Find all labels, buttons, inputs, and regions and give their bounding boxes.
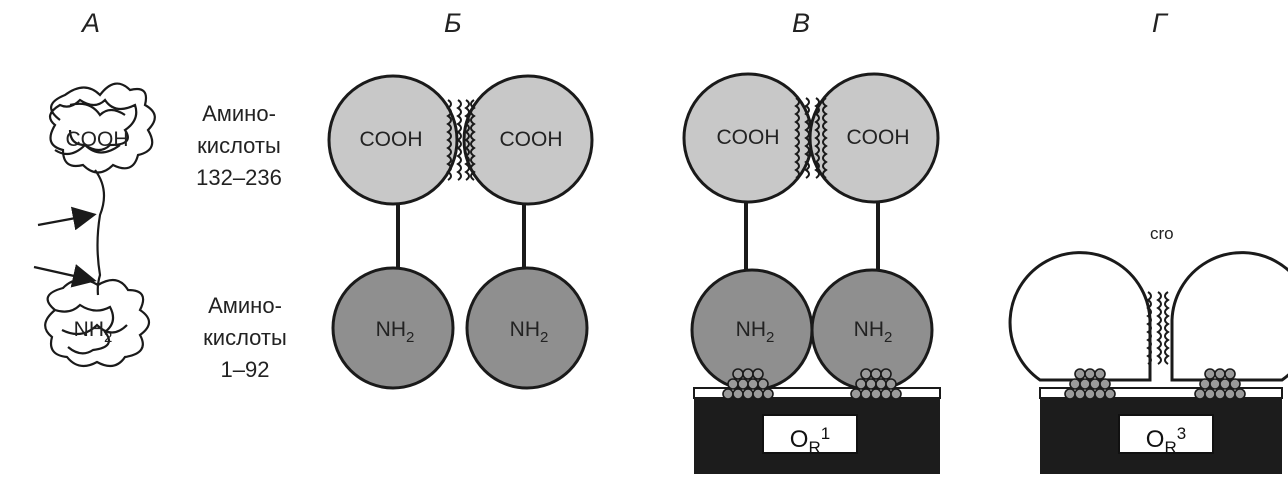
panel-v-bound-dimer	[682, 72, 941, 474]
dna-contact-helices	[1064, 368, 1246, 400]
n-domain-left	[331, 266, 455, 390]
panel-label-v: В	[792, 8, 811, 38]
nh2-label-left: NH2	[375, 318, 415, 346]
dimer-interface-coils	[794, 97, 828, 179]
n-domain-annotation: Амино- кислоты 1–92	[182, 290, 308, 386]
c-domain-line-2: кислоты	[197, 133, 281, 158]
nh2-label: NH2	[73, 318, 113, 346]
linker-chain	[94, 169, 106, 296]
c-domain-right	[808, 72, 940, 204]
panel-b-dimer	[327, 74, 594, 390]
nh2-label-right: NH2	[853, 318, 893, 346]
c-domain-line-3: 132–236	[196, 165, 282, 190]
c-domain-right	[462, 74, 594, 206]
n-domain-line-3: 1–92	[220, 357, 270, 382]
n-domain-right	[465, 266, 589, 390]
panel-g-cro	[1008, 251, 1288, 474]
panel-a-polypeptide	[33, 82, 156, 368]
cooh-label-right: COOH	[499, 128, 563, 151]
dna-contact-helices	[722, 368, 902, 400]
operator-or1: OR1	[762, 414, 858, 457]
cleavage-arrow-lower	[33, 264, 97, 288]
c-domain-annotation: Амино- кислоты 132–236	[176, 98, 302, 194]
n-domain-line-1: Амино-	[208, 293, 282, 318]
operator-or3: OR3	[1118, 414, 1214, 457]
n-domain-line-2: кислоты	[203, 325, 287, 350]
nh2-label-left: NH2	[735, 318, 775, 346]
cooh-label-left: COOH	[716, 126, 780, 149]
cro-monomer-left	[1008, 251, 1152, 382]
cro-interface-coils	[1146, 291, 1170, 365]
panel-label-a: А	[82, 8, 101, 38]
panel-label-g: Г	[1152, 8, 1167, 38]
cro-monomer-right	[1170, 251, 1288, 382]
nh2-label-right: NH2	[509, 318, 549, 346]
c-domain-line-1: Амино-	[202, 101, 276, 126]
panel-label-b: Б	[444, 8, 462, 38]
cleavage-arrow-upper	[37, 206, 97, 231]
c-terminal-coil	[48, 82, 156, 174]
cooh-label-left: COOH	[359, 128, 423, 151]
cooh-label-right: COOH	[846, 126, 910, 149]
cro-label: cro	[1150, 224, 1174, 243]
cooh-label: COOH	[65, 128, 129, 151]
n-terminal-coil	[44, 278, 151, 368]
dimer-interface-coils	[446, 99, 476, 181]
